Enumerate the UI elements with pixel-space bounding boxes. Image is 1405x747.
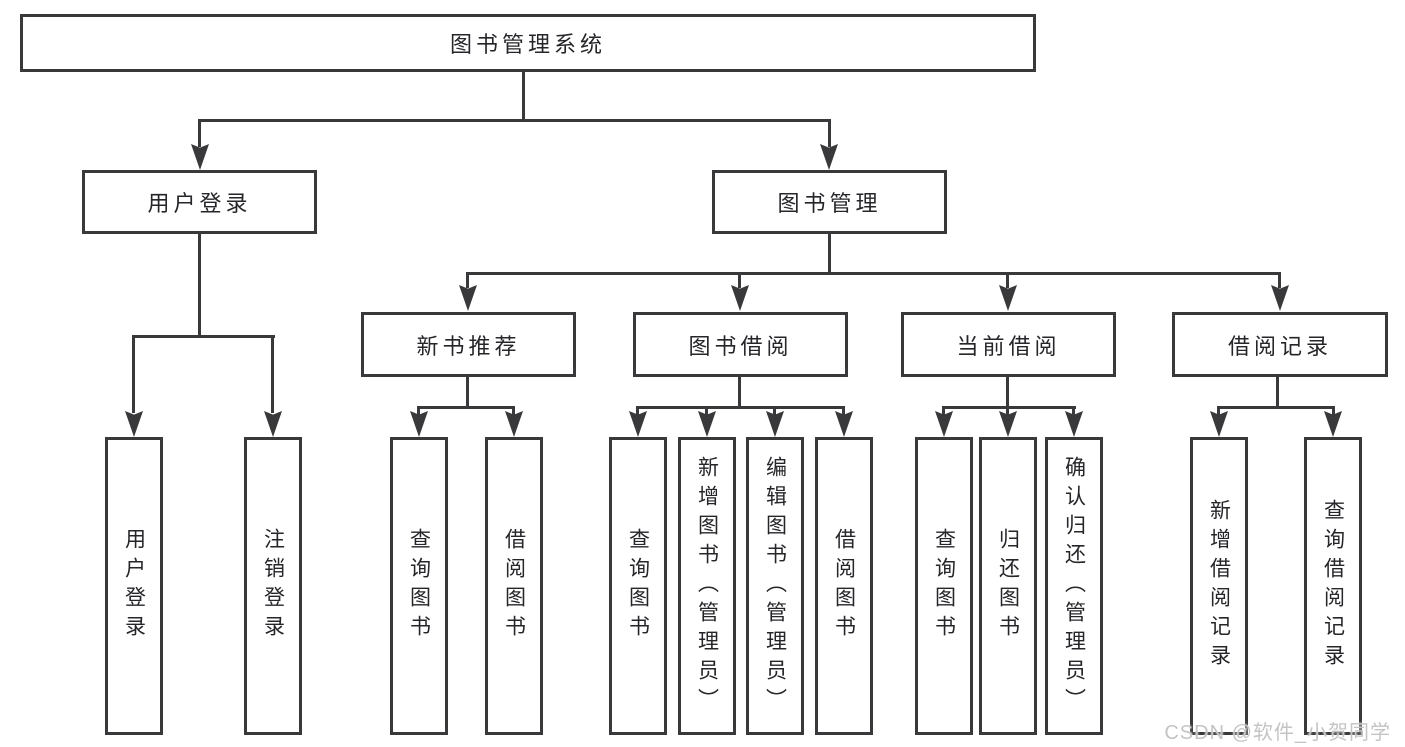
node-borrowing-records: 借阅记录 bbox=[1172, 312, 1388, 377]
leaf-search-borrow-record: 查询借阅记录 bbox=[1304, 437, 1362, 735]
node-label: 查询图书 bbox=[626, 528, 650, 644]
leaf-edit-book-admin: 编辑图书（管理员） bbox=[746, 437, 804, 735]
arrowhead-down bbox=[731, 285, 749, 311]
connector-group-rail bbox=[942, 406, 1076, 409]
connector-drop bbox=[1217, 406, 1220, 415]
connector-drop bbox=[1332, 406, 1335, 415]
connector-group-stem bbox=[1276, 377, 1279, 408]
node-label: 注销登录 bbox=[261, 528, 285, 644]
node-label: 新书推荐 bbox=[416, 333, 521, 359]
arrowhead-down bbox=[125, 411, 143, 437]
leaf-confirm-return-admin: 确认归还（管理员） bbox=[1045, 437, 1103, 735]
connector-drop bbox=[466, 272, 469, 288]
connector-root-rail bbox=[198, 119, 831, 122]
arrowhead-down bbox=[191, 144, 209, 170]
node-label: 编辑图书（管理员） bbox=[763, 455, 787, 717]
arrowhead-down bbox=[1210, 411, 1228, 437]
leaf-user-login: 用户登录 bbox=[105, 437, 163, 735]
connector-group-stem bbox=[738, 377, 741, 408]
leaf-add-borrow-record: 新增借阅记录 bbox=[1190, 437, 1248, 735]
connector-drop bbox=[773, 406, 776, 415]
arrowhead-down bbox=[999, 411, 1017, 437]
connector-group-rail bbox=[417, 406, 515, 409]
connector-group-stem bbox=[466, 377, 469, 408]
node-current-borrowing: 当前借阅 bbox=[901, 312, 1116, 377]
arrowhead-down bbox=[629, 411, 647, 437]
connector-group-stem bbox=[1006, 377, 1009, 408]
connector-group-rail bbox=[636, 406, 845, 409]
connector-drop bbox=[636, 406, 639, 415]
arrowhead-down bbox=[935, 411, 953, 437]
node-label: 新增图书（管理员） bbox=[695, 455, 719, 717]
connector-group-rail bbox=[1217, 406, 1335, 409]
connector-drop bbox=[1072, 406, 1075, 415]
leaf-borrow-books-recommend: 借阅图书 bbox=[485, 437, 543, 735]
connector-drop bbox=[271, 335, 274, 413]
arrowhead-down bbox=[999, 285, 1017, 311]
connector-drop bbox=[1006, 406, 1009, 415]
leaf-logout: 注销登录 bbox=[244, 437, 302, 735]
node-label: 图书借阅 bbox=[688, 333, 793, 359]
connector-drop bbox=[942, 406, 945, 415]
connector-drop bbox=[705, 406, 708, 415]
connector-drop bbox=[738, 272, 741, 288]
arrowhead-down bbox=[1324, 411, 1342, 437]
arrowhead-down bbox=[698, 411, 716, 437]
connector-drop bbox=[1006, 272, 1009, 288]
node-label: 归还图书 bbox=[996, 528, 1020, 644]
connector-drop bbox=[1278, 272, 1281, 288]
node-user-login: 用户登录 bbox=[82, 170, 317, 234]
node-label: 图书管理 bbox=[777, 191, 882, 216]
connector-user-login-stem bbox=[198, 234, 201, 337]
watermark: CSDN @软件_小贺同学 bbox=[1164, 722, 1391, 744]
node-book-borrowing: 图书借阅 bbox=[633, 312, 848, 377]
leaf-return-book: 归还图书 bbox=[979, 437, 1037, 735]
arrowhead-down bbox=[820, 144, 838, 170]
node-label: 借阅记录 bbox=[1227, 333, 1332, 359]
arrowhead-down bbox=[459, 285, 477, 311]
node-label: 查询借阅记录 bbox=[1321, 499, 1345, 673]
leaf-search-books-borrowing: 查询图书 bbox=[609, 437, 667, 735]
node-label: 借阅图书 bbox=[832, 528, 856, 644]
connector-drop-book-mgmt bbox=[828, 119, 831, 147]
arrowhead-down bbox=[835, 411, 853, 437]
node-book-management: 图书管理 bbox=[712, 170, 947, 234]
node-label: 查询图书 bbox=[932, 528, 956, 644]
arrowhead-down bbox=[264, 411, 282, 437]
node-label: 用户登录 bbox=[147, 191, 252, 216]
node-label: 图书管理系统 bbox=[449, 32, 606, 57]
arrowhead-down bbox=[1271, 285, 1289, 311]
connector-level3-rail bbox=[466, 272, 1281, 275]
leaf-borrow-books-borrowing: 借阅图书 bbox=[815, 437, 873, 735]
connector-drop-user-login bbox=[198, 119, 201, 147]
arrowhead-down bbox=[766, 411, 784, 437]
node-label: 新增借阅记录 bbox=[1207, 499, 1231, 673]
arrowhead-down bbox=[505, 411, 523, 437]
connector-drop bbox=[132, 335, 135, 413]
node-label: 借阅图书 bbox=[502, 528, 526, 644]
leaf-search-books-current: 查询图书 bbox=[915, 437, 973, 735]
connector-book-mgmt-stem bbox=[828, 234, 831, 274]
node-new-book-recommend: 新书推荐 bbox=[361, 312, 576, 377]
node-label: 确认归还（管理员） bbox=[1062, 455, 1086, 717]
connector-drop bbox=[842, 406, 845, 415]
connector-drop bbox=[512, 406, 515, 415]
arrowhead-down bbox=[1065, 411, 1083, 437]
arrowhead-down bbox=[410, 411, 428, 437]
node-label: 当前借阅 bbox=[956, 333, 1061, 359]
node-library-management-system: 图书管理系统 bbox=[20, 14, 1036, 72]
leaf-search-books-recommend: 查询图书 bbox=[390, 437, 448, 735]
leaf-add-book-admin: 新增图书（管理员） bbox=[678, 437, 736, 735]
connector-drop bbox=[417, 406, 420, 415]
node-label: 用户登录 bbox=[122, 528, 146, 644]
node-label: 查询图书 bbox=[407, 528, 431, 644]
connector-root-trunk bbox=[522, 72, 525, 120]
connector-user-login-rail bbox=[132, 335, 275, 338]
